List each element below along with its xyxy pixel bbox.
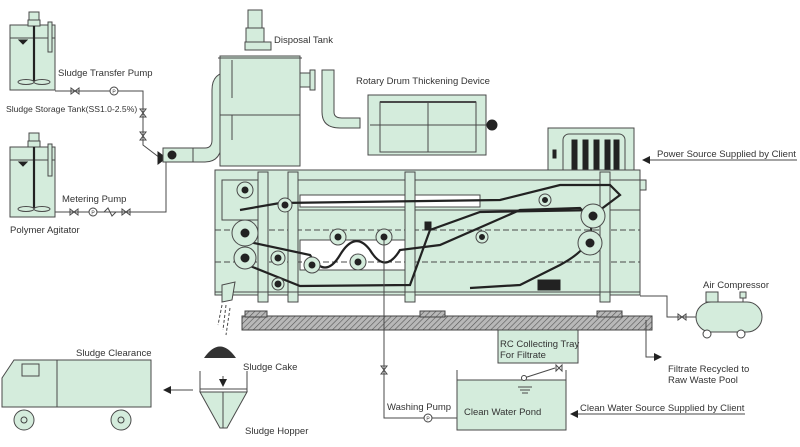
pump-icon <box>88 207 98 217</box>
pump-symbol: P <box>426 417 430 423</box>
filtrate-recycled-label-2: Raw Waste Pool <box>668 375 738 386</box>
foundation <box>241 315 653 331</box>
sludge-clearance-label: Sludge Clearance <box>76 348 152 359</box>
belt-filter-press <box>214 169 641 303</box>
truck-icon <box>1 359 152 431</box>
pump-icon <box>423 413 433 423</box>
rc-tray-label-2: For Filtrate <box>500 350 546 361</box>
valve-icon <box>121 208 131 216</box>
sludge-transfer-pump-label: Sludge Transfer Pump <box>58 68 153 79</box>
rollers <box>231 181 606 291</box>
foundation-pad <box>596 310 623 318</box>
sludge-cake-label: Sludge Cake <box>243 362 297 373</box>
air-pipe <box>640 295 696 318</box>
polymer-agitator-label: Polymer Agitator <box>10 225 80 236</box>
sludge-storage-tank-label: Sludge Storage Tank(SS1.0-2.5%) <box>6 104 137 114</box>
valve-icon <box>555 363 563 373</box>
washing-pump-label: Washing Pump <box>387 402 451 413</box>
disposal-tank <box>218 9 361 167</box>
rotary-drum-thickener <box>367 94 498 156</box>
clean-water-pond-label: Clean Water Pond <box>464 407 541 418</box>
rotary-drum-label: Rotary Drum Thickening Device <box>356 76 490 87</box>
valve-icon <box>380 365 388 375</box>
pump-symbol: P <box>91 211 95 217</box>
sludge-feed-pipe <box>55 90 161 159</box>
sludge-storage-tank <box>9 11 56 91</box>
foundation-pad <box>419 310 446 318</box>
air-compressor-label: Air Compressor <box>703 280 769 291</box>
water-level-icon <box>518 386 532 394</box>
polymer-agitator-tank <box>9 132 56 218</box>
valve-icon <box>69 208 79 216</box>
washing-water-pipe <box>383 240 457 419</box>
rc-tray-label-1: RC Collecting Tray <box>500 339 579 350</box>
motor-icon <box>247 9 263 29</box>
clean-water-source-label: Clean Water Source Supplied by Client <box>580 403 745 414</box>
foundation-pad <box>244 310 268 318</box>
valve-icon <box>139 131 147 141</box>
power-source-label: Power Source Supplied by Client <box>657 149 796 160</box>
sludge-cake <box>204 304 236 358</box>
sludge-hopper <box>199 371 248 429</box>
disposal-tank-label: Disposal Tank <box>274 35 333 46</box>
pump-icon <box>109 86 119 96</box>
metering-pump-label: Metering Pump <box>62 194 126 205</box>
sludge-hopper-label: Sludge Hopper <box>245 426 308 437</box>
valve-icon <box>139 108 147 118</box>
rc-collecting-tray <box>497 329 579 364</box>
arrow-icon <box>645 320 662 361</box>
valve-icon <box>70 87 80 95</box>
compressor-icon <box>695 291 763 339</box>
valve-icon <box>677 313 687 321</box>
water-level-icon <box>17 39 29 45</box>
filtrate-recycled-label-1: Filtrate Recycled to <box>668 364 749 375</box>
check-valve-icon <box>103 207 117 217</box>
pump-symbol: P <box>112 90 116 96</box>
clean-water-pond <box>456 363 567 431</box>
